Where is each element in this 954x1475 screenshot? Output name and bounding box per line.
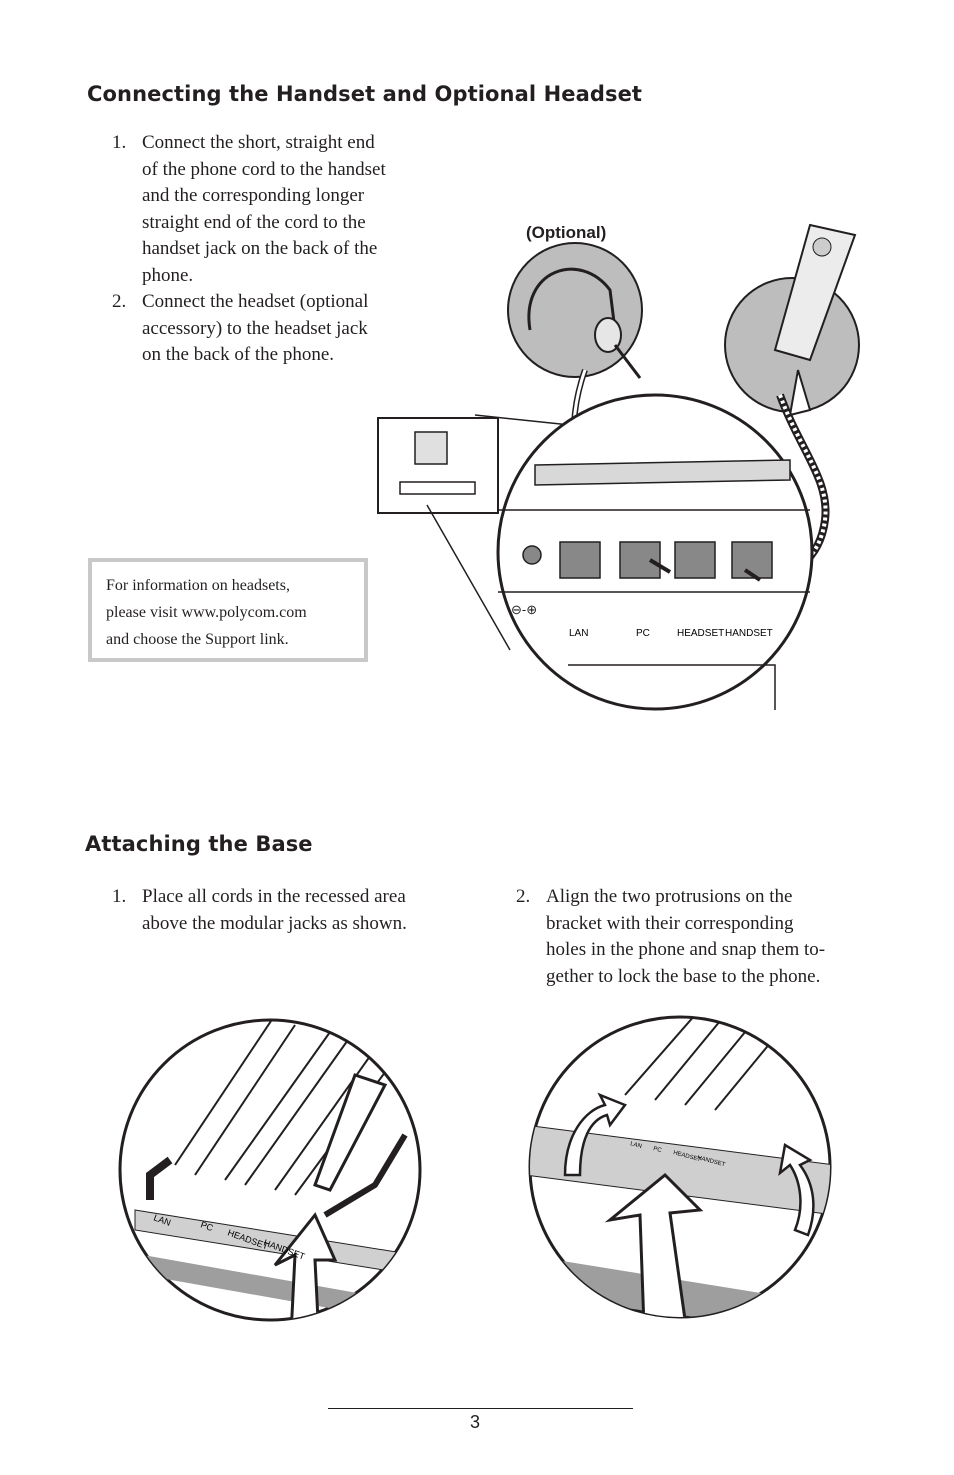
step-line: straight end of the cord to the [142,211,366,233]
section-title-attaching: Attaching the Base [85,832,313,856]
step-line: holes in the phone and snap them to- [546,939,826,960]
label-lan: LAN [629,1141,642,1150]
arrow-up-icon [273,1212,338,1320]
note-line: For information on headsets, [106,577,290,594]
curved-arrow-icon [778,1142,815,1237]
connecting-steps: 1. Connect the short, straight end of th… [112,130,442,369]
handset-speaker [812,237,832,257]
step-line: gether to lock the base to the phone. [546,965,821,987]
power-jack-icon [522,545,542,565]
note-line: and choose the Support link. [106,631,289,648]
footer-rule [328,1408,633,1409]
step-line: of the phone cord to the handset [142,158,386,180]
label-pc: PC [199,1219,215,1233]
port-label-pc: PC [636,628,650,639]
attaching-step-1: 1. Place all cords in the recessed area … [112,884,462,937]
headset-jack-icon [674,541,716,579]
step-number: 1. [112,132,127,153]
step-1: 1. Place all cords in the recessed area … [112,884,462,937]
step-number: 2. [112,291,127,312]
arrow-up-icon [788,369,812,417]
step-number: 2. [516,886,531,907]
step-line: phone. [142,264,194,286]
lan-jack-icon [559,541,601,579]
step-line: Place all cords in the recessed area [142,886,406,907]
handset-coil-cord [759,394,828,582]
step-line: and the corresponding longer [142,185,365,206]
page-number: 3 [469,1412,480,1432]
port-label-lan: LAN [569,628,588,639]
optional-label: (Optional) [526,223,606,242]
step-line: on the back of the phone. [142,344,335,365]
base-attach-figure: LAN PC HEADSET HANDSET [528,1015,832,1319]
step-line: above the modular jacks as shown. [142,912,407,934]
step-1: 1. Connect the short, straight end of th… [112,130,442,289]
handset-body [773,223,857,362]
handset-headset-figure: (Optional) ⊖-⊕ LAN PC HEADSET HANDSET [377,223,860,711]
step-number: 1. [112,886,127,907]
headset-mic-boom [613,344,642,379]
port-label-handset: HANDSET [725,628,773,639]
arrow-up-icon [313,1073,388,1192]
arrow-up-icon [604,1172,704,1317]
step-line: handset jack on the back of the [142,238,378,259]
headset-band [527,267,617,331]
step-line: Align the two protrusions on the [546,886,793,907]
cords-recess-figure: LAN PC HEADSET HANDSET [118,1018,422,1322]
curved-arrow-icon [563,1092,627,1177]
headset-info-note: For information on headsets, please visi… [88,558,368,662]
port-label-headset: HEADSET [677,628,724,639]
step-line: accessory) to the headset jack [142,317,368,339]
section-title-connecting: Connecting the Handset and Optional Head… [87,82,643,106]
power-symbol-icon: ⊖-⊕ [511,602,537,617]
note-line: please visit www.polycom.com [106,604,307,621]
phone-back-thumbnail [377,417,499,514]
step-line: Connect the headset (optional [142,291,369,312]
step-line: bracket with their corresponding [546,912,794,934]
step-2: 2. Connect the headset (optional accesso… [112,289,442,369]
label-pc: PC [652,1146,662,1154]
attaching-step-2: 2. Align the two protrusions on the brac… [516,884,876,990]
pc-jack-icon [619,541,661,579]
headset-earpiece [594,317,622,353]
step-line: Connect the short, straight end [142,132,375,153]
step-2: 2. Align the two protrusions on the brac… [516,884,876,990]
handset-jack-icon [731,541,773,579]
